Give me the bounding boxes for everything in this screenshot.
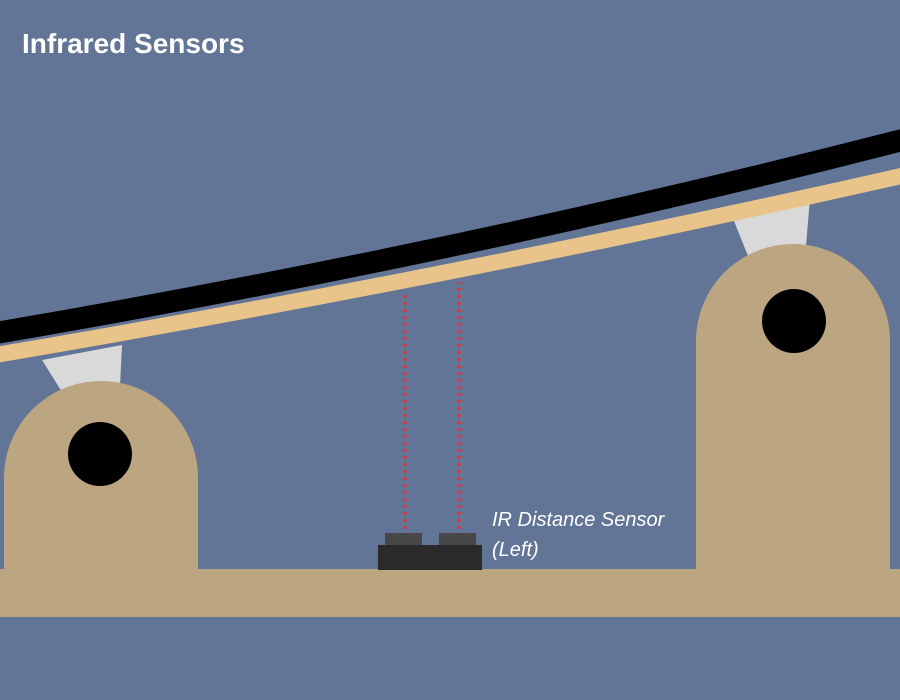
sensor-emitter-left — [385, 533, 422, 546]
left-support-bracket — [42, 345, 122, 392]
sensor-emitter-right — [439, 533, 476, 546]
track-top — [0, 129, 900, 344]
sensor-body — [378, 545, 482, 570]
sensor-label: IR Distance Sensor (Left) — [492, 505, 664, 565]
diagram-title: Infrared Sensors — [22, 28, 245, 59]
sensor-label-side: (Left) — [492, 539, 539, 561]
track-underside — [0, 168, 900, 363]
right-pivot-hole — [762, 289, 826, 353]
base-plate — [0, 569, 900, 617]
right-pivot-pillar — [696, 244, 890, 575]
sensor-label-name: IR Distance Sensor — [492, 509, 665, 531]
left-pivot-hole — [68, 422, 132, 486]
ir-distance-sensor — [378, 533, 482, 570]
